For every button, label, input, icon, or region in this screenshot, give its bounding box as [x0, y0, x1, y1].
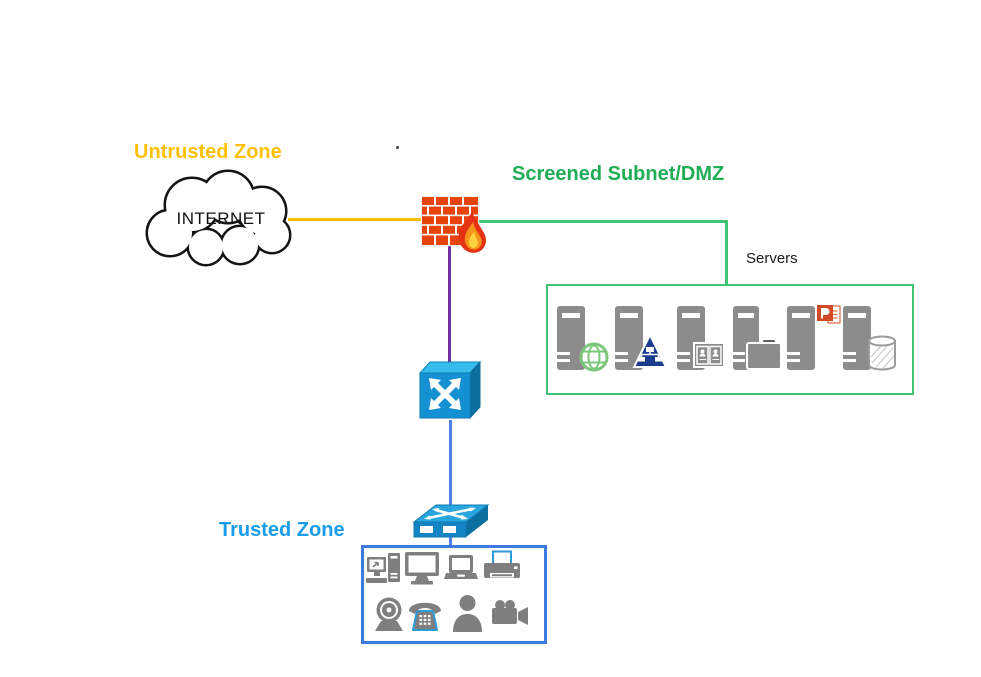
- trusted-zone-label: Trusted Zone: [219, 519, 345, 541]
- screened-subnet-label: Screened Subnet/DMZ: [512, 163, 725, 185]
- untrusted-zone-label: Untrusted Zone: [134, 141, 282, 163]
- layer3-switch: [414, 357, 484, 423]
- link-firewall-dmz-horizontal: [478, 220, 728, 223]
- workgroup-switch-icon: [412, 504, 490, 538]
- network-server: [614, 305, 668, 375]
- layer3-switch-icon: [418, 360, 482, 420]
- application-server: [786, 302, 842, 375]
- server-tower-icon: [787, 306, 815, 370]
- telephone-icon: [409, 602, 441, 631]
- printer: [482, 550, 523, 583]
- webcam: [372, 596, 406, 633]
- file-server: [732, 305, 786, 375]
- user-icon: [453, 595, 482, 632]
- server-tower-icon: [615, 306, 643, 370]
- database-icon: [868, 335, 896, 371]
- folder-icon: [746, 340, 782, 370]
- telephone: [406, 596, 444, 632]
- laptop-icon: [444, 555, 478, 579]
- firewall: [421, 196, 501, 256]
- internet-label: INTERNET: [176, 209, 266, 228]
- server-tower-icon: [843, 306, 871, 370]
- laptop: [444, 554, 479, 582]
- workgroup-switch: [410, 496, 492, 540]
- desktop-pc-icon: [366, 553, 400, 583]
- webcam-icon: [375, 597, 403, 631]
- video-camera-icon: [492, 600, 528, 625]
- user: [452, 594, 483, 632]
- monitor: [404, 551, 440, 586]
- stray-dot: [396, 146, 399, 149]
- monitor-icon: [405, 552, 439, 585]
- network-tree-icon: [632, 332, 668, 368]
- trusted-devices-box: [361, 545, 547, 644]
- database-server: [842, 305, 898, 375]
- flame-icon: [458, 212, 486, 253]
- server-tower-icon: [557, 306, 585, 370]
- powerpoint-icon: [817, 305, 841, 324]
- desktop-pc: [366, 551, 402, 587]
- address-book-icon: [693, 342, 725, 368]
- link-firewall-dmz-vertical: [725, 220, 728, 285]
- firewall-icon: [421, 196, 486, 253]
- globe-icon: [579, 342, 609, 372]
- web-server: [556, 305, 610, 375]
- cloud-icon: [145, 169, 292, 267]
- video-camera: [490, 598, 530, 628]
- dmz-servers-box: [546, 284, 914, 395]
- internet-cloud: INTERNET: [142, 167, 300, 271]
- servers-group-label: Servers: [746, 250, 798, 267]
- printer-icon: [484, 550, 520, 578]
- link-internet-firewall: [288, 218, 425, 221]
- directory-server: [676, 305, 730, 375]
- link-firewall-switch: [448, 245, 451, 362]
- link-switch-devices: [449, 420, 452, 547]
